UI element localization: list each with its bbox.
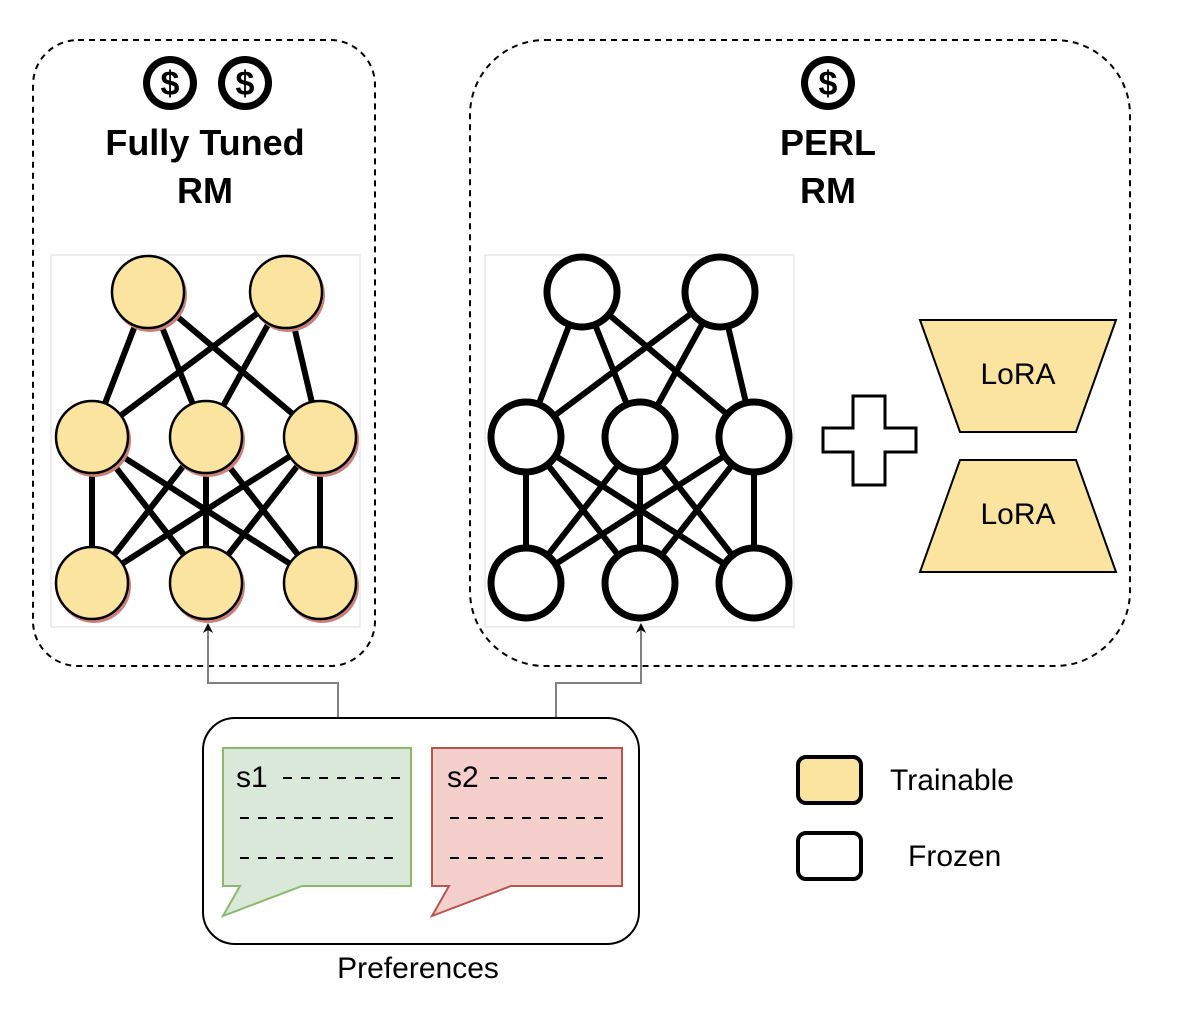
sample-s2-bubble: s2 (429, 747, 623, 918)
dollar-coin-icon: $ (143, 56, 197, 110)
frozen-node (681, 253, 759, 331)
legend-swatch-frozen (796, 831, 863, 881)
lora-label-up: LoRA (980, 498, 1055, 531)
lora-label-down: LoRA (980, 358, 1055, 391)
dollar-coin-icon: $ (218, 56, 272, 110)
legend-label-trainable: Trainable (890, 764, 1014, 797)
frozen-node (601, 398, 679, 476)
sample-s1-label: s1 (236, 761, 268, 794)
frozen-node (715, 544, 793, 622)
lora-adapter-up: LoRA (918, 459, 1118, 573)
fully-tuned-title-line2: RM (177, 170, 233, 211)
network-nodes (487, 253, 793, 622)
perl-cost-icons: $ (801, 56, 855, 110)
trainable-node (54, 545, 130, 621)
network-edge (524, 434, 756, 586)
sample-s2-label: s2 (447, 761, 479, 794)
perl-title-line2: RM (800, 170, 856, 211)
frozen-node (715, 398, 793, 476)
network-nodes (54, 254, 359, 623)
plus-icon (821, 394, 918, 487)
fully-tuned-panel (32, 39, 376, 667)
legend-label-frozen: Frozen (908, 840, 1001, 873)
fully-tuned-title-line1: Fully Tuned (105, 122, 304, 163)
fully-tuned-cost-icons: $ $ (143, 56, 272, 110)
lora-adapter-down: LoRA (918, 319, 1118, 433)
svg-text:$: $ (161, 65, 180, 103)
sample-s1-bubble: s1 (220, 747, 412, 918)
fully-tuned-network (54, 254, 359, 623)
legend-swatch-trainable (796, 755, 863, 805)
trainable-node (282, 399, 358, 475)
trainable-node (54, 399, 130, 475)
network-edge (90, 289, 288, 440)
frozen-node (487, 544, 565, 622)
trainable-node (282, 545, 358, 621)
dollar-coin-icon: $ (801, 56, 855, 110)
trainable-node (110, 254, 186, 330)
perl-frozen-network (487, 253, 793, 622)
trainable-node (248, 254, 324, 330)
trainable-node (168, 399, 244, 475)
perl-title-line1: PERL (780, 122, 876, 163)
legend: Trainable Frozen (796, 755, 1014, 881)
arrow-to-fully-tuned (203, 623, 339, 718)
preferences-caption: Preferences (337, 952, 499, 985)
network-edge (90, 434, 322, 586)
trainable-node (168, 545, 244, 621)
frozen-node (601, 544, 679, 622)
svg-text:$: $ (819, 65, 838, 103)
frozen-node (543, 253, 621, 331)
frozen-node (487, 398, 565, 476)
perl-panel (469, 39, 1131, 667)
arrow-to-perl (555, 623, 646, 718)
network-edge (524, 289, 722, 440)
svg-text:$: $ (236, 65, 255, 103)
